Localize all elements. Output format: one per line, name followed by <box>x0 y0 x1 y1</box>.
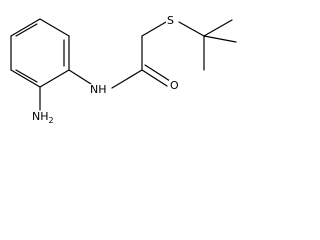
amide-nitrogen-label: NH <box>89 83 108 96</box>
ring-double-bond-2 <box>15 69 38 83</box>
ring-to-nh-bond <box>68 69 92 85</box>
carbonyl-oxygen-label: O <box>169 79 180 92</box>
nh-to-carbonyl-bond <box>111 69 143 89</box>
ch2-to-sulfur-bond <box>141 21 167 37</box>
ring-bond-1 <box>39 18 70 37</box>
ring-bond-3 <box>39 69 70 88</box>
ring-bond-6 <box>10 18 41 37</box>
sulfur-to-tbutyl-bond <box>178 21 205 37</box>
ring-double-bond-3 <box>15 23 38 37</box>
carbonyl-double-bond-1 <box>141 69 168 87</box>
carbonyl-double-bond-2 <box>144 64 171 82</box>
sulfur-label: S <box>166 14 175 27</box>
tbutyl-methyl-bond-2 <box>203 35 237 43</box>
structure-bonds <box>10 18 237 111</box>
tbutyl-methyl-bond-1 <box>203 19 233 37</box>
amine-label: NH2 <box>31 110 55 126</box>
ring-bond-4 <box>10 69 41 88</box>
